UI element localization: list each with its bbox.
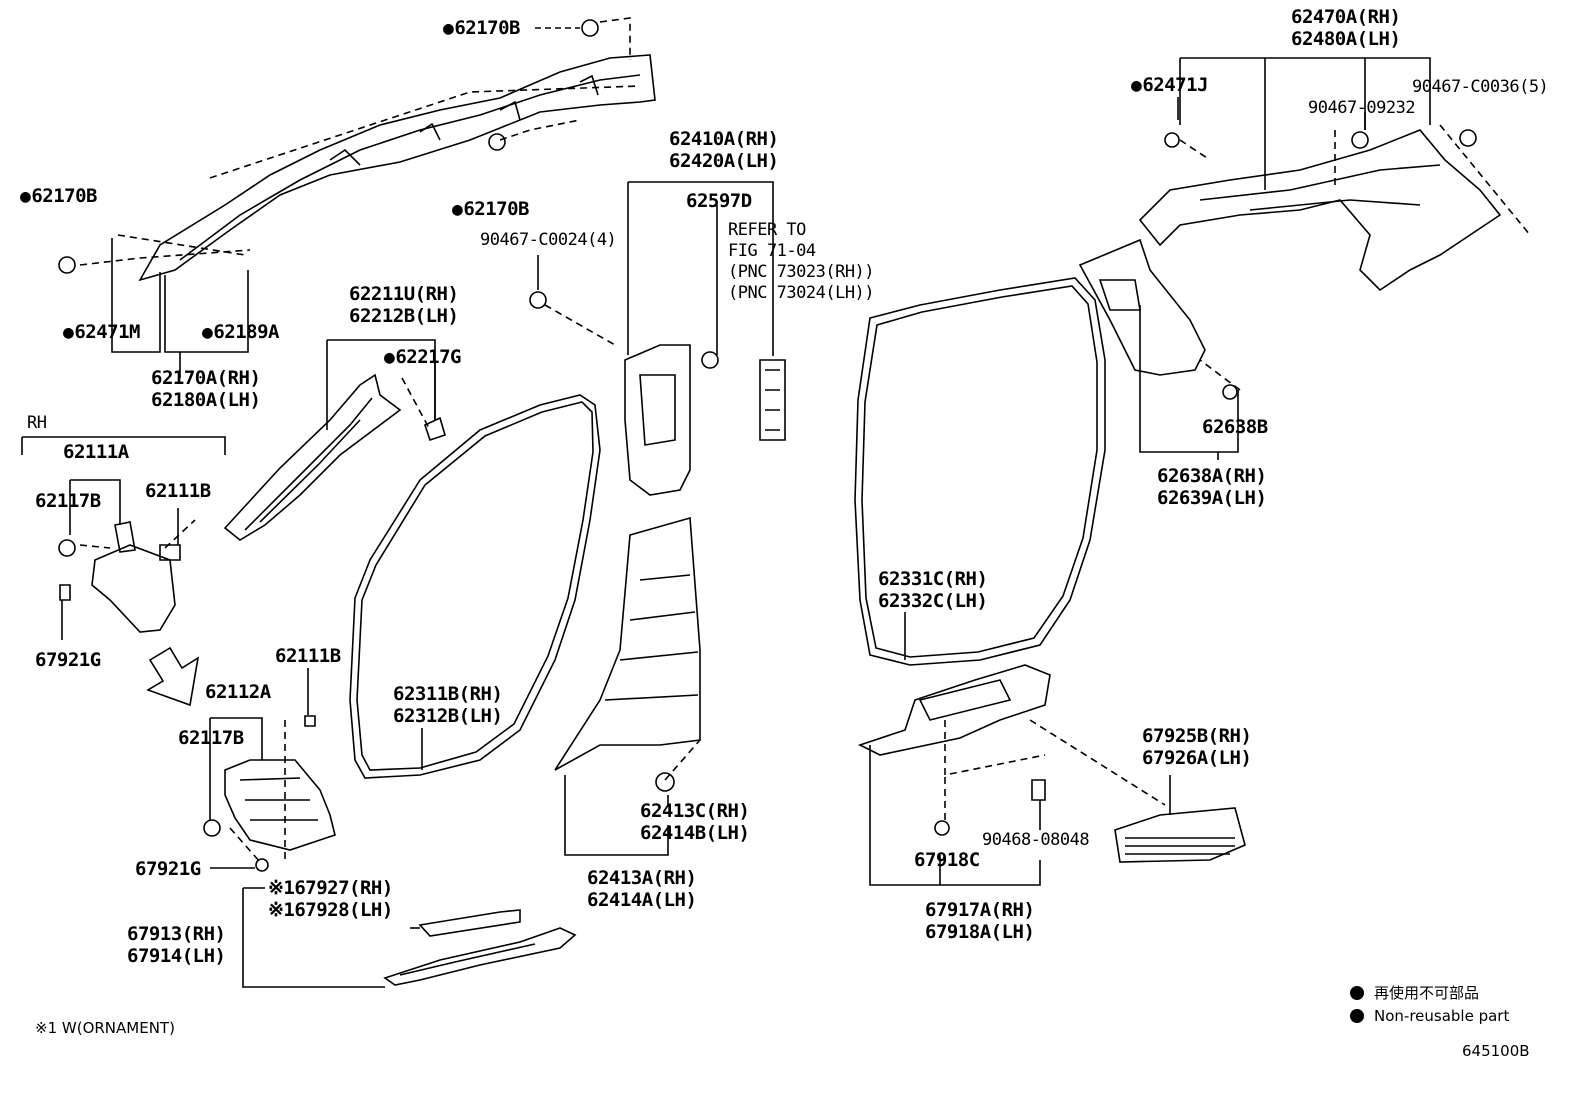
label-67926a-lh: 67926A(LH) — [1142, 747, 1252, 769]
label-62111b-bottom: 62111B — [275, 645, 341, 667]
refer-line-1: REFER TO — [728, 220, 806, 240]
label-67927-rh: ※167927(RH) — [268, 877, 393, 899]
label-62414a-lh: 62414A(LH) — [587, 889, 697, 911]
label-62413c-rh: 62413C(RH) — [640, 800, 750, 822]
label-67917a-rh: 67917A(RH) — [925, 899, 1035, 921]
label-62480a-lh: 62480A(LH) — [1291, 28, 1401, 50]
rear-floor-trim — [857, 664, 1051, 756]
center-pillar-lower — [554, 516, 701, 771]
label-67914-lh: 67914(LH) — [127, 945, 226, 967]
label-62112a: 62112A — [205, 681, 271, 703]
label-90468-08048: 90468-08048 — [982, 830, 1090, 850]
center-pillar-upper — [624, 344, 691, 496]
cowl-side-trim-upper — [91, 521, 181, 633]
label-90467-09232: 90467-09232 — [1308, 98, 1416, 118]
label-62189a: 62189A — [202, 321, 279, 344]
legend-en: Non-reusable part — [1350, 1007, 1509, 1025]
label-62420a-lh: 62420A(LH) — [669, 150, 779, 172]
cowl-side-trim-lower — [224, 759, 336, 851]
label-62212b-lh: 62212B(LH) — [349, 305, 459, 327]
front-pillar-garnish — [223, 373, 402, 541]
label-62597d: 62597D — [686, 190, 752, 212]
legend-jp-text: 再使用不可部品 — [1374, 984, 1480, 1002]
label-62638a-rh: 62638A(RH) — [1157, 465, 1267, 487]
label-62312b-lh: 62312B(LH) — [393, 705, 503, 727]
rear-vent — [1114, 807, 1246, 863]
label-62111b-top: 62111B — [145, 480, 211, 502]
label-62413a-rh: 62413A(RH) — [587, 867, 697, 889]
label-62117b-bottom: 62117B — [178, 727, 244, 749]
label-62217g: 62217G — [384, 346, 461, 369]
legend-jp: 再使用不可部品 — [1350, 982, 1479, 1003]
label-62471m: 62471M — [63, 321, 140, 344]
label-62170b-mid: 62170B — [452, 198, 529, 221]
label-62170b-top: 62170B — [443, 17, 520, 40]
ornament-strip — [418, 909, 521, 937]
label-62638b: 62638B — [1202, 416, 1268, 438]
arrow-icon — [146, 646, 200, 707]
refer-part — [759, 359, 786, 441]
label-67918c: 67918C — [914, 849, 980, 871]
label-62170b-left: 62170B — [20, 185, 97, 208]
label-rh-tag: RH — [27, 413, 47, 433]
label-67925b-rh: 67925B(RH) — [1142, 725, 1252, 747]
label-62170a-rh: 62170A(RH) — [151, 367, 261, 389]
label-62211u-rh: 62211U(RH) — [349, 283, 459, 305]
roof-side-garnish — [138, 54, 656, 282]
label-67928-lh: ※167928(LH) — [268, 899, 393, 921]
label-62311b-rh: 62311B(RH) — [393, 683, 503, 705]
refer-line-2: FIG 71-04 — [728, 241, 816, 261]
leader-lines — [21, 27, 1431, 988]
label-62331c-rh: 62331C(RH) — [878, 568, 988, 590]
label-90467-c0036: 90467-C0036(5) — [1412, 77, 1549, 97]
label-67913-rh: 67913(RH) — [127, 923, 226, 945]
label-67918a-lh: 67918A(LH) — [925, 921, 1035, 943]
label-62639a-lh: 62639A(LH) — [1157, 487, 1267, 509]
label-62410a-rh: 62410A(RH) — [669, 128, 779, 150]
front-door-weatherstrip — [349, 394, 601, 779]
label-62470a-rh: 62470A(RH) — [1291, 6, 1401, 28]
footnote: ※1 W(ORNAMENT) — [35, 1019, 175, 1037]
label-62414b-lh: 62414B(LH) — [640, 822, 750, 844]
clip-62217g — [424, 416, 446, 442]
non-reusable-dot-icon — [1350, 1009, 1364, 1023]
refer-line-3: (PNC 73023(RH)) — [728, 262, 875, 282]
scuff-plate — [383, 927, 577, 986]
label-62180a-lh: 62180A(LH) — [151, 389, 261, 411]
non-reusable-dot-icon — [1350, 986, 1364, 1000]
label-62117b-top: 62117B — [35, 490, 101, 512]
refer-line-4: (PNC 73024(LH)) — [728, 283, 875, 303]
legend-en-text: Non-reusable part — [1374, 1007, 1510, 1025]
label-62471j: 62471J — [1131, 74, 1208, 97]
label-62332c-lh: 62332C(LH) — [878, 590, 988, 612]
rear-pillar-garnish — [1078, 238, 1206, 376]
label-90467-c0024: 90467-C0024(4) — [480, 230, 617, 250]
fasteners — [58, 19, 1477, 872]
label-62111a: 62111A — [63, 441, 129, 463]
assembly-lines — [79, 17, 1531, 863]
label-67921g-top: 67921G — [35, 649, 101, 671]
rear-roof-side-garnish — [1138, 129, 1502, 292]
figure-number: 645100B — [1462, 1042, 1530, 1060]
rear-door-weatherstrip — [854, 277, 1106, 666]
label-67921g-bottom: 67921G — [135, 858, 201, 880]
